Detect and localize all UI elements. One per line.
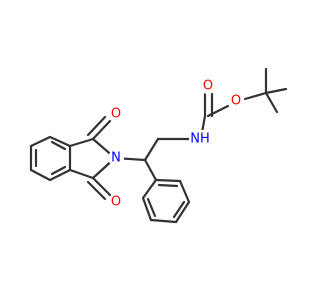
atom-label: O bbox=[111, 195, 121, 210]
bond bbox=[50, 140, 67, 151]
bond bbox=[206, 104, 230, 118]
bond bbox=[146, 197, 157, 218]
bond bbox=[91, 176, 112, 197]
atom-label: O bbox=[203, 79, 213, 94]
oxygen-atom-ester: O bbox=[228, 93, 244, 109]
nitrogen-atom-imide: N bbox=[108, 150, 124, 166]
bond bbox=[68, 168, 95, 180]
bond bbox=[143, 137, 160, 162]
bond bbox=[29, 168, 52, 182]
atom-label: O bbox=[231, 94, 241, 109]
bond bbox=[91, 119, 112, 141]
bond bbox=[172, 200, 186, 219]
oxygen-atom-carbonyl: O bbox=[200, 78, 216, 94]
bond bbox=[264, 87, 288, 95]
chemical-structure-diagram: O O N NH O O bbox=[29, 67, 288, 224]
nitrogen-atom-amine: NH bbox=[189, 130, 211, 148]
bond bbox=[86, 180, 107, 201]
bonds bbox=[29, 67, 288, 224]
bond bbox=[141, 196, 153, 222]
atom-label: O bbox=[111, 107, 121, 122]
atom-label: NH bbox=[190, 132, 210, 147]
bond bbox=[157, 183, 179, 188]
bond bbox=[141, 178, 158, 200]
bond bbox=[68, 137, 95, 148]
bond bbox=[48, 135, 72, 148]
oxygen-atom-top: O bbox=[108, 106, 124, 122]
bond bbox=[243, 91, 268, 101]
atom-label: N bbox=[111, 151, 121, 166]
bond bbox=[178, 179, 191, 204]
bond bbox=[86, 115, 107, 137]
bond bbox=[29, 135, 52, 148]
bond bbox=[143, 158, 158, 182]
oxygen-atom-bottom: O bbox=[108, 194, 124, 210]
bond bbox=[264, 91, 279, 114]
bond bbox=[50, 165, 67, 176]
bond bbox=[174, 200, 191, 224]
bond bbox=[48, 168, 72, 182]
bond bbox=[149, 218, 178, 224]
bond bbox=[154, 178, 182, 183]
atom-labels: O O N NH O O bbox=[108, 78, 244, 210]
